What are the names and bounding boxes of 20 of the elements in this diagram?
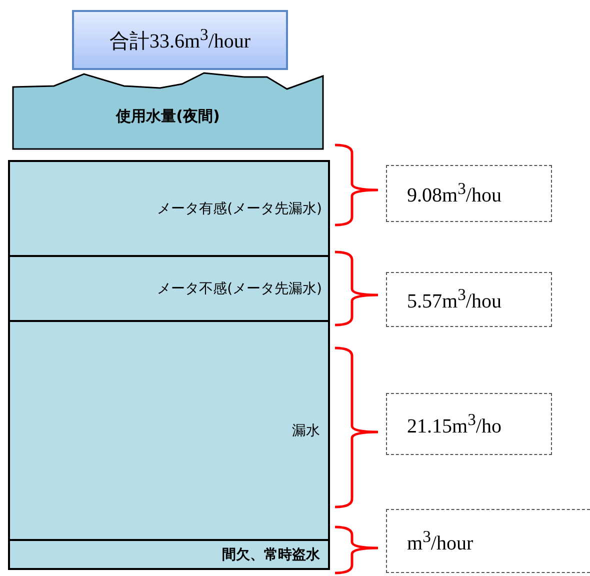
flow-value: 合計33.6m$^{3}$/hour	[109, 25, 251, 55]
layer-band	[8, 160, 330, 257]
flow-value: 9.08m$^{3}$/hou	[407, 179, 502, 208]
layer-label: 間欠、常時盗水	[222, 546, 320, 564]
value-box	[386, 509, 590, 573]
total-box	[72, 10, 288, 70]
flow-value: 21.15m$^{3}$/ho	[407, 410, 502, 438]
flow-value: 5.57m$^{3}$/hou	[407, 285, 502, 314]
value-box	[386, 393, 552, 455]
layer-label: メータ有感(メータ先漏水)	[157, 200, 322, 218]
value-box	[386, 165, 552, 222]
flow-value: m$^{3}$/hour	[407, 526, 474, 556]
layer-band	[8, 322, 330, 541]
layer-label: メータ不感(メータ先漏水)	[157, 280, 322, 298]
water-shape	[12, 72, 324, 150]
layer-label: 漏水	[292, 422, 320, 440]
layer-band	[8, 541, 330, 570]
layer-label: 使用水量(夜間)	[116, 106, 220, 126]
value-box	[386, 272, 552, 327]
layer-band	[8, 257, 330, 322]
